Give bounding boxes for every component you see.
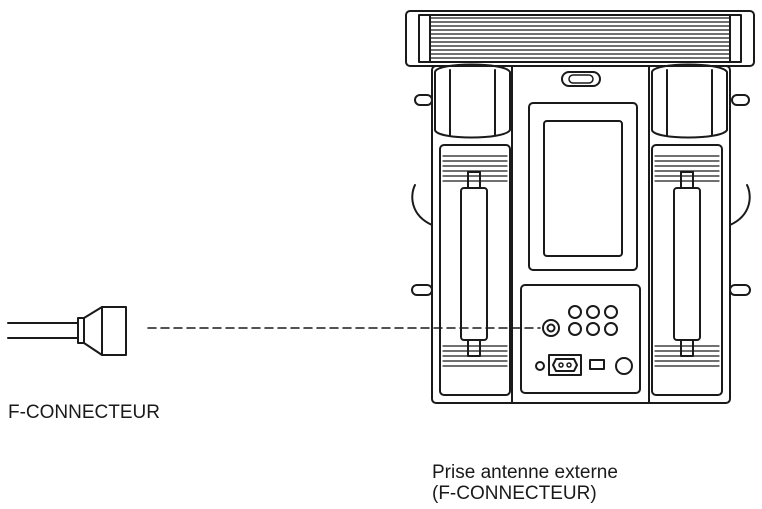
battery-compartment <box>528 102 638 271</box>
left-speaker-grille <box>411 144 511 396</box>
right-knob <box>651 63 750 139</box>
f-connector-plug <box>7 306 127 356</box>
antenna-socket-label-line2: (F-CONNECTEUR) <box>432 483 597 504</box>
antenna-socket-label-line1: Prise antenne externe <box>432 462 618 483</box>
center-panel <box>511 65 650 404</box>
antenna-socket-label: Prise antenne externe (F-CONNECTEUR) <box>432 462 618 504</box>
right-speaker-grille <box>651 144 751 396</box>
carry-handle <box>405 10 755 67</box>
power-inlet <box>548 354 582 376</box>
connector-panel <box>520 284 641 394</box>
antenna-jack <box>542 319 560 337</box>
left-knob <box>414 63 511 139</box>
top-switch <box>561 71 601 87</box>
device-body <box>431 65 731 404</box>
f-connector-label: F-CONNECTEUR <box>8 402 160 423</box>
